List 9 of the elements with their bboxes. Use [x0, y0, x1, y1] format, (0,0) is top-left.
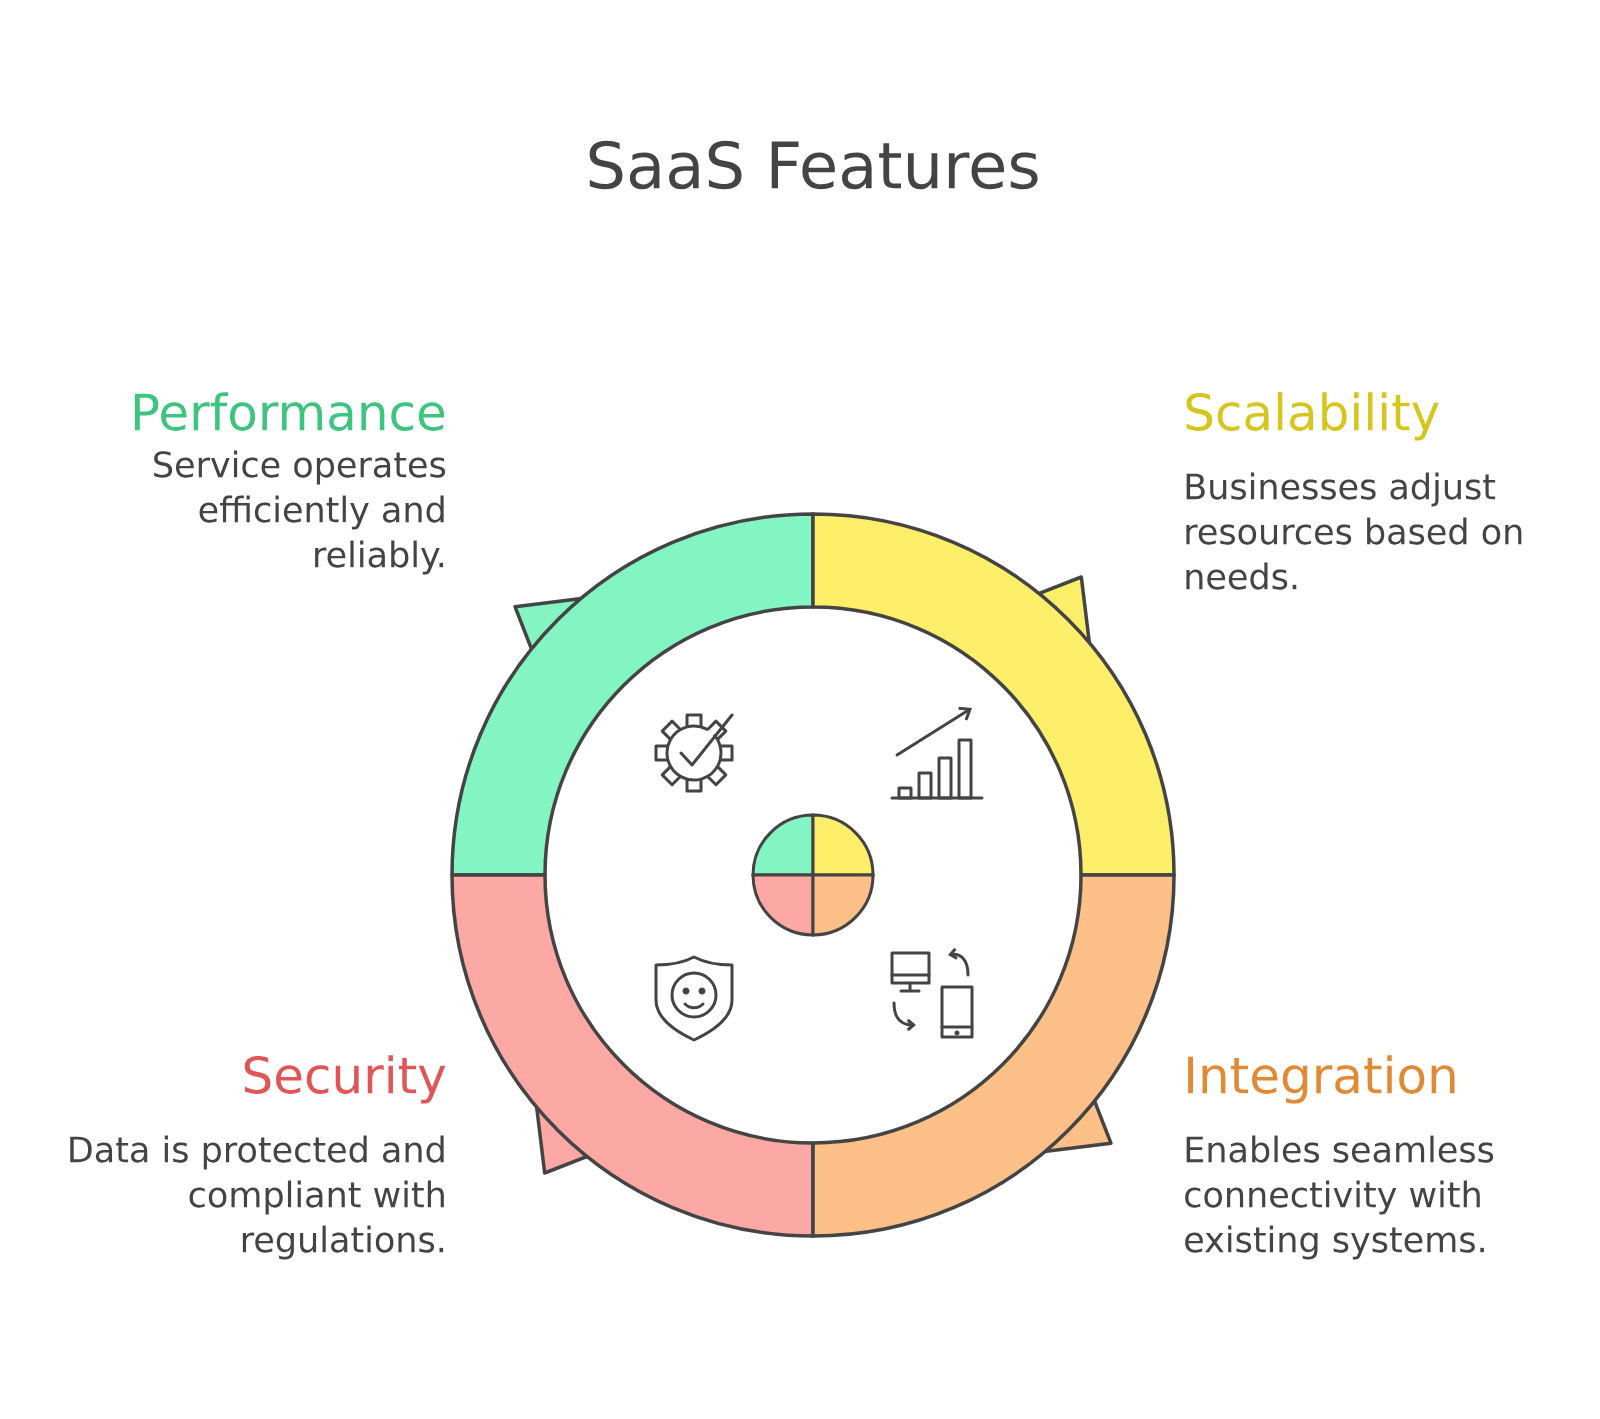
feature-description: Enables seamless connectivity with existing systems. — [1185, 1135, 1494, 1260]
feature-heading: Scalability — [1186, 392, 1439, 441]
feature-description: Service operates efficiently and reliably. — [154, 450, 446, 575]
feature-heading: Security — [244, 1055, 446, 1104]
feature-description: Businesses adjust resources based on needs. — [1186, 472, 1522, 590]
feature-description: Data is protected and compliant with regulations. — [70, 1135, 444, 1260]
feature-heading: Performance — [134, 392, 445, 431]
title: SaaS Features — [589, 140, 1038, 190]
feature-heading: Integration — [1188, 1055, 1455, 1104]
